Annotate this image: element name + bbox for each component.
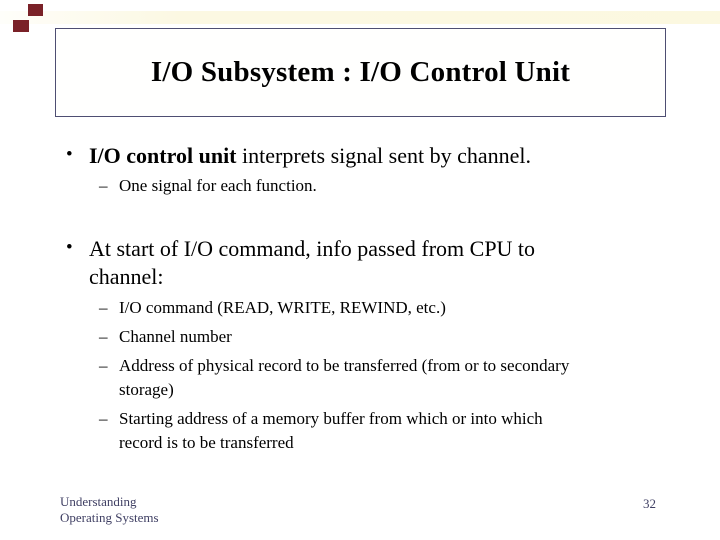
bullet-dot-icon: • xyxy=(66,144,73,165)
sub-bullet-item: – One signal for each function. xyxy=(99,176,317,196)
bullet-dot-icon: • xyxy=(66,237,73,258)
sub-bullet-item: – I/O command (READ, WRITE, REWIND, etc.… xyxy=(99,298,446,318)
sub-bullet-text: Address of physical record to be transfe… xyxy=(119,356,570,375)
dash-icon: – xyxy=(99,409,108,428)
footer-book-line2: Operating Systems xyxy=(60,510,159,525)
sub-bullet-text: Starting address of a memory buffer from… xyxy=(119,409,543,428)
bullet-item-wrap: channel: xyxy=(89,264,164,290)
bullet-text-bold: I/O control unit xyxy=(89,143,237,168)
dash-icon: – xyxy=(99,298,108,317)
dash-icon: – xyxy=(99,327,108,346)
top-ribbon-decoration xyxy=(0,11,720,24)
bullet-text: At start of I/O command, info passed fro… xyxy=(89,236,536,261)
title-box: I/O Subsystem : I/O Control Unit xyxy=(55,28,666,117)
sub-bullet-item: – Address of physical record to be trans… xyxy=(99,356,570,376)
corner-square-lower xyxy=(13,20,29,32)
bullet-text: channel: xyxy=(89,264,164,289)
page-number: 32 xyxy=(643,496,656,511)
slide-title: I/O Subsystem : I/O Control Unit xyxy=(150,56,571,88)
sub-bullet-text: storage) xyxy=(119,380,174,399)
sub-bullet-item: – Channel number xyxy=(99,327,232,347)
sub-bullet-text: record is to be transferred xyxy=(119,433,294,452)
bullet-item: • At start of I/O command, info passed f… xyxy=(66,236,536,262)
bullet-item: • I/O control unit interprets signal sen… xyxy=(66,143,531,169)
corner-square-upper xyxy=(28,4,43,16)
dash-icon: – xyxy=(99,356,108,375)
footer-book-title: Understanding Operating Systems xyxy=(60,494,159,526)
footer-book-line1: Understanding xyxy=(60,494,137,509)
sub-bullet-item-wrap: record is to be transferred xyxy=(119,433,294,453)
sub-bullet-text: I/O command (READ, WRITE, REWIND, etc.) xyxy=(119,298,446,317)
sub-bullet-item: – Starting address of a memory buffer fr… xyxy=(99,409,543,429)
sub-bullet-item-wrap: storage) xyxy=(119,380,174,400)
bullet-text: interprets signal sent by channel. xyxy=(236,143,531,168)
sub-bullet-text: One signal for each function. xyxy=(119,176,317,195)
dash-icon: – xyxy=(99,176,108,195)
sub-bullet-text: Channel number xyxy=(119,327,232,346)
